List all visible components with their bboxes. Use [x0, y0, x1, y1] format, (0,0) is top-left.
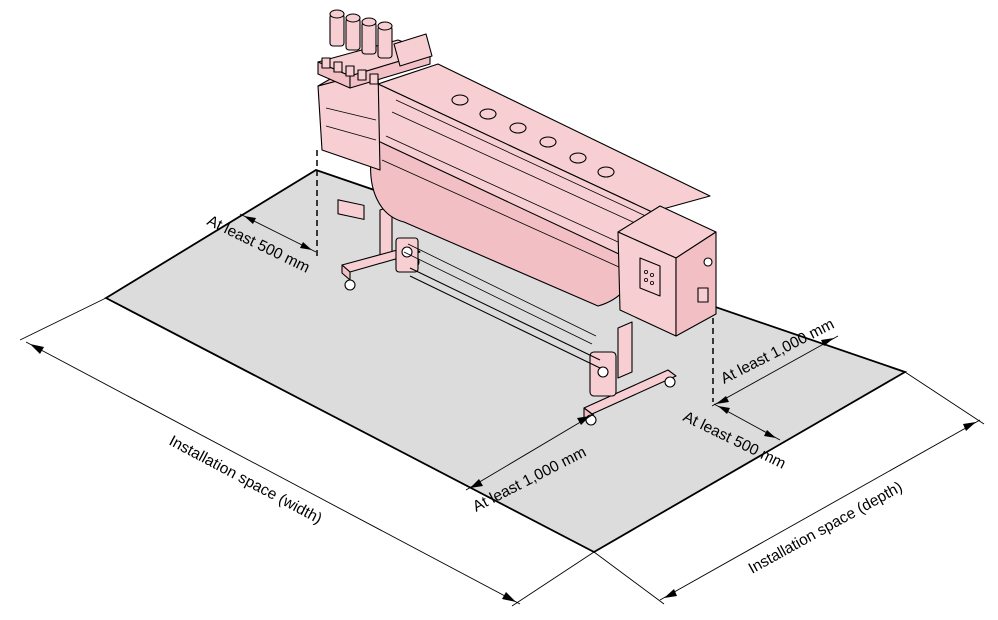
rear-clearance-dimension: [711, 335, 839, 407]
operation-panel-buttons: [644, 269, 655, 285]
front-clearance-dimension: [465, 413, 595, 491]
right-clearance-dimension: [713, 403, 781, 441]
printer-top-knobs: [451, 94, 615, 178]
depth-label: Installation space (depth): [746, 479, 906, 578]
width-dimension: [19, 297, 595, 607]
width-label: Installation space (width): [166, 433, 325, 528]
ink-bottles: [329, 9, 393, 59]
depth-dimension: [593, 371, 985, 605]
take-up-roller: [409, 267, 601, 361]
operation-panel: [639, 257, 661, 297]
left-clearance-dimension: [239, 213, 317, 253]
printer-illustration: [317, 9, 717, 426]
ink-supply-unit: [317, 9, 433, 89]
printer-right-stand: [583, 321, 677, 426]
ink-connectors: [321, 57, 379, 85]
